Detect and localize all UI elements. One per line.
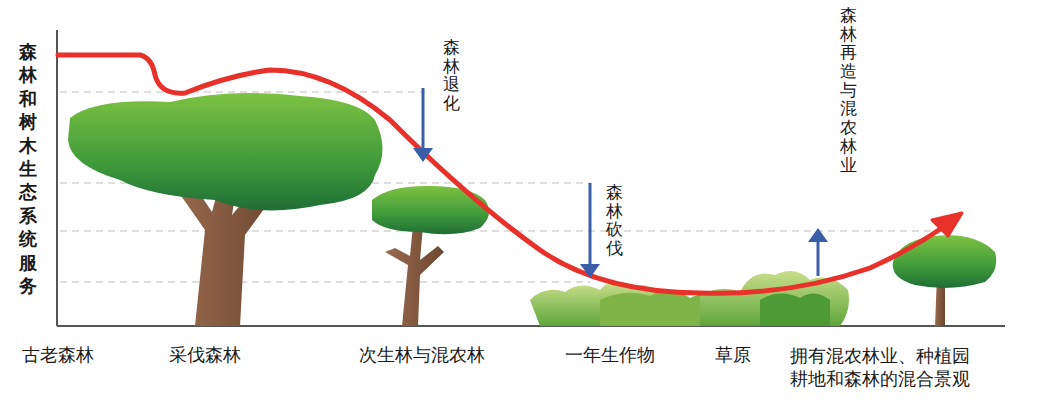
crops — [530, 271, 849, 326]
stage-label: 拥有混农林业、种植园 耕地和森林的混合景观 — [790, 344, 1040, 391]
stage-label: 次生林与混农林 — [359, 344, 485, 367]
stage-label: 古老森林 — [22, 344, 94, 367]
axes — [57, 30, 1005, 326]
service-curve — [58, 55, 962, 293]
ancient-tree — [68, 93, 383, 326]
arrow-label: 森林退化 — [443, 38, 460, 113]
stage-label: 草原 — [715, 344, 751, 367]
arrow-label: 森林砍伐 — [606, 183, 623, 258]
arrow-label: 森林再造与混农林业 — [840, 6, 857, 174]
axis-label: 森林和树木生态系统服务 — [19, 40, 37, 297]
stage-label: 一年生作物 — [565, 344, 655, 367]
secondary-tree — [372, 186, 489, 326]
stage-label: 采伐森林 — [169, 344, 241, 367]
grid-lines — [60, 92, 950, 282]
change-arrows — [413, 88, 828, 278]
